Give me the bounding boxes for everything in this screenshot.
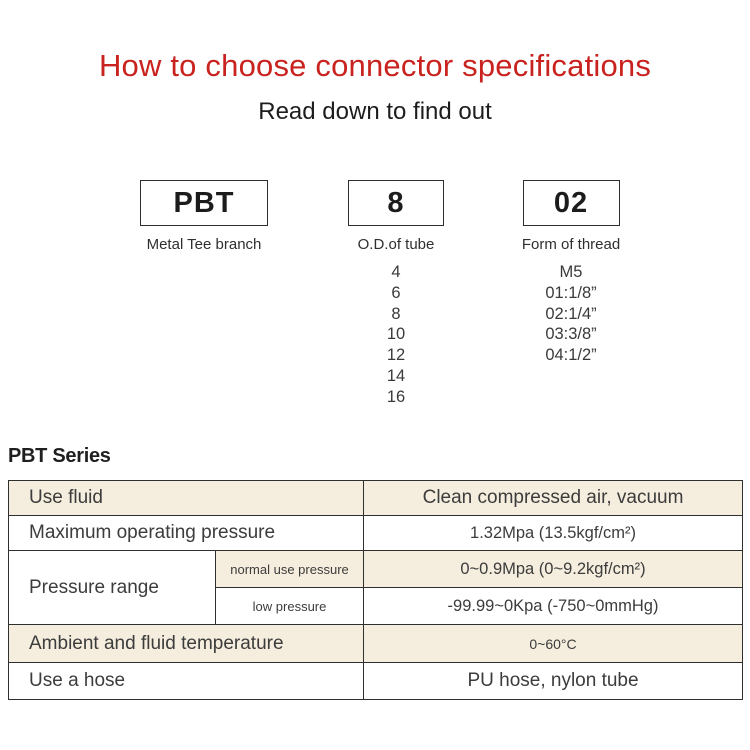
pressure-range-label: Pressure range xyxy=(8,550,216,625)
code-segment-tube-od: 8 O.D.of tube 4 6 8 10 12 14 16 xyxy=(316,180,476,408)
series-heading: PBT Series xyxy=(8,445,111,467)
code-segment-thread: 02 Form of thread M5 01:1/8” 02:1/4” 03:… xyxy=(491,180,651,366)
thread-options-list: M5 01:1/8” 02:1/4” 03:3/8” 04:1/2” xyxy=(491,262,651,366)
table-row-temperature: Ambient and fluid temperature 0~60°C xyxy=(7,624,744,663)
hose-label: Use a hose xyxy=(7,662,365,700)
tube-od-option: 8 xyxy=(391,304,401,323)
series-code-label: Metal Tee branch xyxy=(146,236,262,253)
table-row-use-fluid: Use fluid Clean compressed air, vacuum xyxy=(7,480,744,516)
thread-code-label: Form of thread xyxy=(521,236,621,253)
tube-od-option: 16 xyxy=(386,387,406,406)
temperature-label: Ambient and fluid temperature xyxy=(7,624,365,663)
thread-option: M5 xyxy=(559,263,583,281)
tube-od-options-list: 4 6 8 10 12 14 16 xyxy=(316,262,476,408)
max-pressure-value: 1.32Mpa (13.5kgf/cm²) xyxy=(363,515,744,551)
thread-option: 01:1/8” xyxy=(545,283,597,302)
series-code-box: PBT xyxy=(140,180,268,226)
spec-table: Use fluid Clean compressed air, vacuum M… xyxy=(7,480,744,700)
tube-od-option: 14 xyxy=(386,366,406,385)
table-row-hose: Use a hose PU hose, nylon tube xyxy=(7,662,744,700)
normal-use-pressure-label: normal use pressure xyxy=(214,550,365,588)
thread-code-box: 02 xyxy=(522,180,620,226)
low-pressure-label: low pressure xyxy=(214,587,365,625)
table-row-max-pressure: Maximum operating pressure 1.32Mpa (13.5… xyxy=(7,515,744,551)
tube-od-option: 6 xyxy=(391,283,401,302)
max-pressure-label: Maximum operating pressure xyxy=(7,515,365,551)
thread-option: 03:3/8” xyxy=(545,325,597,344)
temperature-value: 0~60°C xyxy=(363,624,744,663)
tube-od-option: 4 xyxy=(391,263,401,281)
low-pressure-value: -99.99~0Kpa (-750~0mmHg) xyxy=(363,587,744,625)
normal-use-pressure-value: 0~0.9Mpa (0~9.2kgf/cm²) xyxy=(363,550,744,588)
tube-od-option: 12 xyxy=(386,346,406,365)
tube-od-code-label: O.D.of tube xyxy=(357,236,435,253)
page-subtitle: Read down to find out xyxy=(258,98,492,125)
use-fluid-value: Clean compressed air, vacuum xyxy=(363,480,744,516)
hose-value: PU hose, nylon tube xyxy=(363,662,744,700)
tube-od-code-box: 8 xyxy=(348,180,444,226)
table-row-pressure-normal: Pressure range normal use pressure 0~0.9… xyxy=(8,550,744,625)
table-row-pressure-low: low pressure -99.99~0Kpa (-750~0mmHg) xyxy=(9,587,744,625)
thread-option: 04:1/2” xyxy=(545,346,597,365)
use-fluid-label: Use fluid xyxy=(7,480,365,516)
code-segment-series: PBT Metal Tee branch xyxy=(124,180,284,253)
page-title: How to choose connector specifications xyxy=(98,48,652,83)
thread-option: 02:1/4” xyxy=(545,304,597,323)
tube-od-option: 10 xyxy=(386,325,406,344)
